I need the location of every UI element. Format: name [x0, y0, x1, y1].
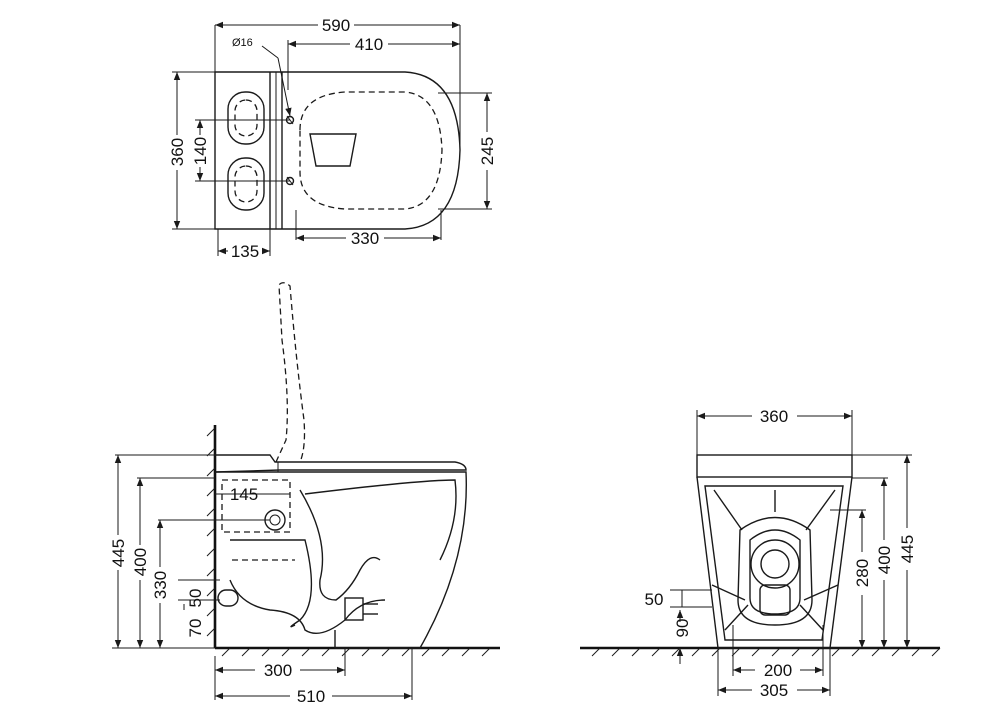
dim-front-height-rim: 400 [875, 546, 894, 574]
dim-pipe-offset: 145 [230, 485, 258, 504]
front-body [696, 476, 853, 649]
floor-hatch-side [221, 647, 491, 657]
bowl-rim [299, 91, 443, 210]
raised-lid [275, 282, 306, 463]
dim-bolt-spacing: 140 [191, 137, 210, 165]
floor-hatch-front [591, 647, 941, 657]
front-outlet [750, 539, 800, 589]
mount-slot-upper [227, 91, 265, 145]
dim-bowl-width: 245 [478, 137, 497, 165]
dim-bowl-length: 330 [351, 229, 379, 248]
dim-front-height-inner: 280 [853, 559, 872, 587]
outlet-shape [309, 133, 357, 167]
mount-slot-lower [227, 157, 265, 211]
dim-width: 360 [168, 138, 187, 166]
dim-overall-length: 590 [322, 16, 350, 35]
valve [344, 597, 364, 621]
front-view: 360 280 400 445 50 90 200 [580, 407, 941, 700]
dim-side-height-outlet: 330 [151, 571, 170, 599]
dim-rear-depth: 135 [231, 242, 259, 261]
front-outlet-frame [737, 516, 813, 626]
dim-front-base-inner: 200 [764, 661, 792, 680]
dim-front-base-90: 90 [673, 619, 692, 638]
bowl-body [215, 471, 467, 649]
side-view: 145 445 400 330 50 70 300 510 [109, 282, 500, 706]
top-view-outline [214, 71, 461, 230]
dim-side-pipe-50: 50 [186, 589, 205, 608]
seat-lid [214, 454, 467, 473]
drain-trap [230, 539, 313, 628]
dim-hole-diameter: Ø16 [232, 37, 253, 49]
dim-front-side-50: 50 [645, 590, 664, 609]
dim-front-width: 360 [760, 407, 788, 426]
top-view: 590 410 Ø16 360 140 245 330 [168, 16, 497, 261]
wall-hatch [206, 427, 216, 637]
dim-front-base-outer: 305 [760, 681, 788, 700]
dim-side-total-length: 510 [297, 687, 325, 706]
dim-side-base-length: 300 [264, 661, 292, 680]
dim-front-height-total: 445 [898, 535, 917, 563]
dim-side-pipe-70: 70 [186, 619, 205, 638]
front-seat [696, 454, 853, 478]
dim-side-height-total: 445 [109, 539, 128, 567]
dim-side-height-rim: 400 [131, 548, 150, 576]
dim-seat-length: 410 [355, 35, 383, 54]
